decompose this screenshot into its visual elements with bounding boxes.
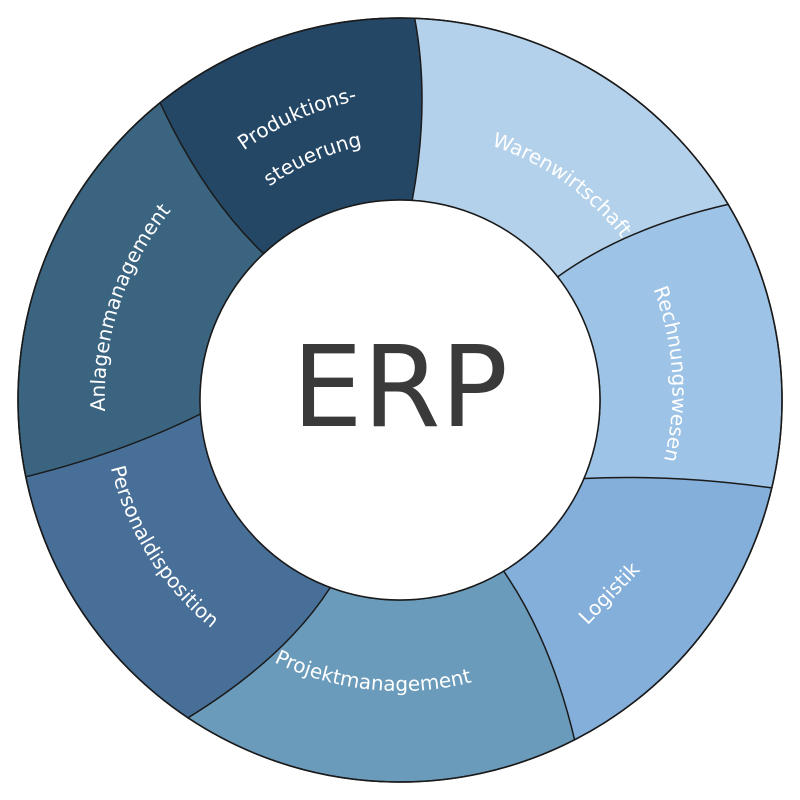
center-title: ERP xyxy=(292,323,508,453)
ring-segments xyxy=(17,17,783,783)
center-disc xyxy=(199,199,601,601)
ring-outline xyxy=(17,17,783,783)
